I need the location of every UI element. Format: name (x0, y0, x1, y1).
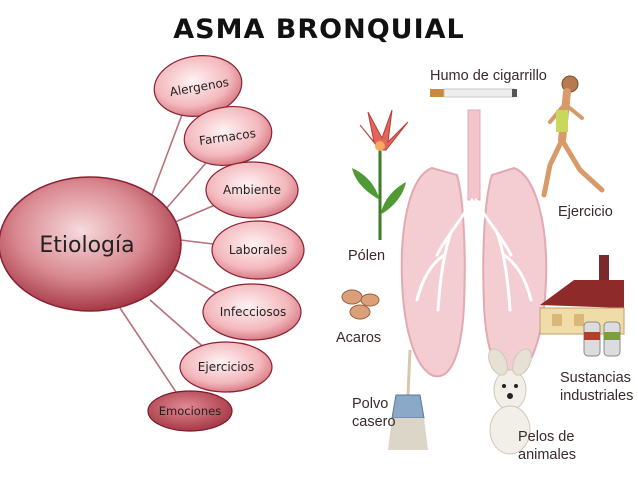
node-label: Ambiente (223, 183, 281, 197)
label-industrial-line1: Sustancias (560, 370, 631, 386)
lungs-illustration (400, 109, 548, 378)
label-smoke: Humo de cigarrillo (430, 68, 547, 84)
center-node-label: Etiología (39, 233, 134, 258)
node-ambiente: Ambiente (205, 161, 299, 219)
cigarette-icon (430, 88, 517, 98)
flower-icon (352, 109, 409, 240)
barrels-icon (583, 321, 621, 357)
asthma-triggers-illustration: Humo de cigarrillo Pólen Acaros Polvo ca… (312, 50, 638, 479)
label-exercise: Ejercicio (558, 204, 613, 220)
label-mites: Acaros (336, 330, 381, 346)
node-label: Laborales (229, 243, 287, 257)
node-label: Ejercicios (198, 360, 254, 374)
mites-icon (341, 289, 380, 320)
node-emociones: Emociones (147, 390, 233, 432)
label-pets-line2: animales (518, 447, 576, 463)
node-laborales: Laborales (211, 220, 305, 280)
node-alergenos: Alergenos (153, 55, 243, 117)
node-label: Infecciosos (220, 305, 286, 319)
node-label: Emociones (159, 404, 221, 418)
label-dust-line2: casero (352, 414, 396, 430)
broom-icon (388, 349, 428, 450)
label-pollen: Pólen (348, 248, 385, 264)
node-infecciosos: Infecciosos (202, 283, 302, 341)
label-industrial-line2: industriales (560, 388, 633, 404)
center-node-etiologia: Etiología (0, 176, 182, 312)
label-pets-line1: Pelos de (518, 429, 574, 445)
etiology-mind-map: Etiología Alergenos Farmacos Ambiente La… (0, 55, 305, 432)
page-title: ASMA BRONQUIAL (173, 14, 465, 45)
label-dust-line1: Polvo (352, 396, 388, 412)
dog-icon (488, 348, 532, 455)
node-ejercicios: Ejercicios (179, 341, 273, 393)
runner-icon (541, 75, 605, 198)
